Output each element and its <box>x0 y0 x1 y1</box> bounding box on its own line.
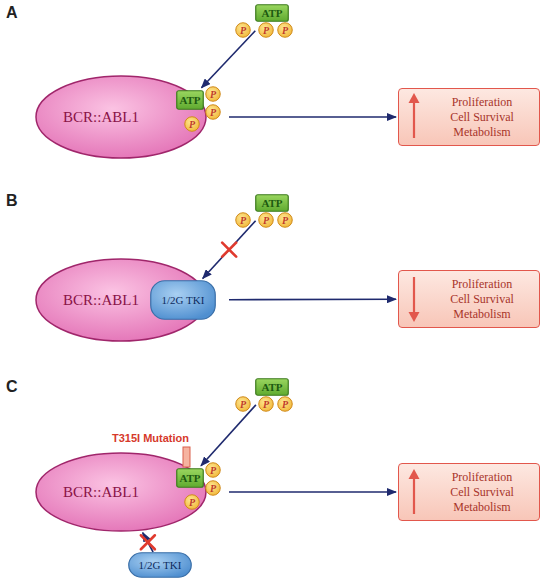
circle-outline <box>259 23 274 38</box>
box-outline <box>256 195 289 212</box>
circle-outline <box>278 23 293 38</box>
node-label: BCR::ABL1 <box>63 484 139 501</box>
inhibitor-shape: 1/2G TKI <box>150 280 216 320</box>
circle-outline <box>206 105 221 120</box>
atp-molecule: ATP <box>255 378 289 396</box>
inhibitor-shape: 1/2G TKI <box>128 552 192 578</box>
panel-letter: A <box>6 4 18 22</box>
atp-molecule: ATP <box>255 4 289 22</box>
box-outline <box>256 5 289 22</box>
phosphate-label: P <box>210 107 216 118</box>
phosphate-circle: P <box>235 22 251 38</box>
circle-outline <box>236 213 251 228</box>
atp-molecule: ATP <box>255 194 289 212</box>
phosphate-label: P <box>210 89 216 100</box>
blocked-arrow <box>143 533 153 552</box>
circle-outline <box>185 495 200 510</box>
phosphate-circle: P <box>184 494 200 510</box>
phosphate-circle: P <box>205 480 221 496</box>
ellipse-outline <box>36 453 206 531</box>
phosphate-label: P <box>263 399 269 410</box>
mutation-label: T315I Mutation <box>112 432 189 444</box>
flow-arrow <box>202 31 256 88</box>
mutation-marker <box>183 447 190 467</box>
outcome-text: Proliferation Cell Survival Metabolism <box>441 277 523 322</box>
phosphate-label: P <box>189 497 195 508</box>
circle-outline <box>185 117 200 132</box>
flow-arrow <box>229 298 396 300</box>
flow-arrow <box>201 405 256 466</box>
node-label: ATP <box>179 472 200 484</box>
phosphate-label: P <box>240 399 246 410</box>
circle-outline <box>278 213 293 228</box>
phosphate-circle: P <box>277 396 293 412</box>
phosphate-circle: P <box>184 116 200 132</box>
node-label: ATP <box>179 94 200 106</box>
node-label: ATP <box>261 197 282 209</box>
node-label: ATP <box>261 7 282 19</box>
box-outline <box>256 379 289 396</box>
circle-outline <box>259 397 274 412</box>
box-outline <box>177 91 204 110</box>
fusion-protein-ellipse: BCR::ABL1 <box>35 452 207 532</box>
box-outline <box>177 469 204 488</box>
fusion-protein-ellipse: BCR::ABL1 <box>35 75 207 159</box>
blob-outline <box>129 553 192 578</box>
circle-outline <box>278 397 293 412</box>
outcome-box: Proliferation Cell Survival Metabolism <box>398 463 540 521</box>
atp-molecule: ATP <box>176 468 204 488</box>
panel-letter: B <box>6 192 18 210</box>
phosphate-label: P <box>210 483 216 494</box>
blob-outline <box>151 281 216 320</box>
panel-letter: C <box>6 378 18 396</box>
phosphate-circle: P <box>205 462 221 478</box>
blocked-arrow <box>203 221 256 279</box>
phosphate-circle: P <box>277 212 293 228</box>
circle-outline <box>259 213 274 228</box>
phosphate-circle: P <box>235 396 251 412</box>
block-cross <box>222 243 236 257</box>
flow-arrow <box>229 116 396 118</box>
block-cross <box>141 535 155 549</box>
phosphate-circle: P <box>205 104 221 120</box>
phosphate-label: P <box>240 25 246 36</box>
phosphate-circle: P <box>205 86 221 102</box>
phosphate-circle: P <box>258 396 274 412</box>
phosphate-label: P <box>263 25 269 36</box>
circle-outline <box>206 87 221 102</box>
atp-molecule: ATP <box>176 90 204 110</box>
phosphate-label: P <box>210 465 216 476</box>
node-label: ATP <box>261 381 282 393</box>
phosphate-label: P <box>189 119 195 130</box>
outcome-box: Proliferation Cell Survival Metabolism <box>398 88 540 146</box>
phosphate-label: P <box>282 215 288 226</box>
phosphate-circle: P <box>258 22 274 38</box>
phosphate-label: P <box>282 25 288 36</box>
ellipse-outline <box>36 76 206 158</box>
node-label: 1/2G TKI <box>162 294 205 306</box>
outcome-box: Proliferation Cell Survival Metabolism <box>398 270 540 328</box>
circle-outline <box>206 481 221 496</box>
ellipse-outline <box>36 259 206 341</box>
block-cross <box>141 535 155 549</box>
block-cross <box>222 243 236 257</box>
circle-outline <box>236 397 251 412</box>
flow-arrow <box>229 491 396 493</box>
outcome-text: Proliferation Cell Survival Metabolism <box>441 470 523 515</box>
phosphate-label: P <box>263 215 269 226</box>
outcome-text: Proliferation Cell Survival Metabolism <box>441 95 523 140</box>
phosphate-circle: P <box>235 212 251 228</box>
phosphate-label: P <box>240 215 246 226</box>
phosphate-circle: P <box>277 22 293 38</box>
node-label: BCR::ABL1 <box>63 109 139 126</box>
circle-outline <box>206 463 221 478</box>
phosphate-circle: P <box>258 212 274 228</box>
node-label: BCR::ABL1 <box>63 292 139 309</box>
phosphate-label: P <box>282 399 288 410</box>
node-label: 1/2G TKI <box>139 559 182 571</box>
circle-outline <box>236 23 251 38</box>
